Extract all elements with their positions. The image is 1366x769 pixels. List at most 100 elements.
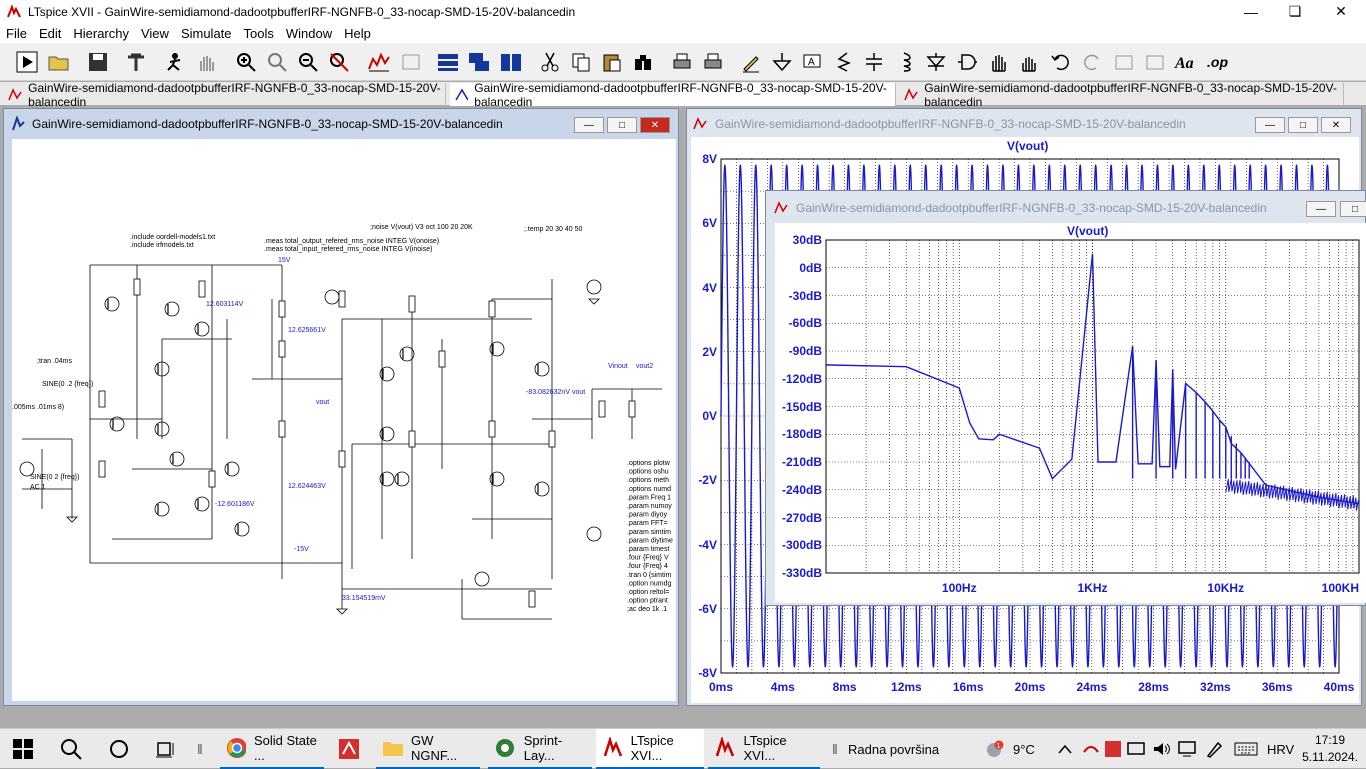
menu-file[interactable]: File [6, 25, 27, 41]
restore-button[interactable]: ❏ [1288, 3, 1302, 19]
windows-start-icon[interactable] [12, 729, 34, 769]
schematic-window: GainWire-semidiamond-dadootpbufferIRF-NG… [3, 108, 679, 706]
menu-help[interactable]: Help [344, 25, 371, 41]
taskbar-app-explorer[interactable]: GW NGNF... [376, 729, 480, 769]
schematic-maximize-button[interactable]: □ [607, 117, 637, 133]
pencil-icon[interactable] [737, 48, 765, 76]
zoom-in-icon[interactable] [232, 48, 260, 76]
net-label: vout2 [636, 363, 653, 370]
menu-edit[interactable]: Edit [38, 25, 62, 41]
menu-hierarchy[interactable]: Hierarchy [73, 25, 129, 41]
drag-hand-icon[interactable] [1015, 48, 1043, 76]
cortana-icon[interactable] [108, 729, 130, 769]
menu-view[interactable]: View [140, 25, 169, 41]
resistor-icon[interactable] [830, 48, 858, 76]
y-tick-label: 8V [702, 152, 717, 166]
component-icon[interactable] [953, 48, 981, 76]
y-tick-label: -270dB [781, 510, 822, 525]
zoom-out-icon[interactable] [294, 48, 322, 76]
menu-tools[interactable]: Tools [243, 25, 274, 41]
waveform-icon[interactable] [365, 48, 393, 76]
fft-chart [825, 239, 1360, 574]
resistor-symbol [438, 350, 446, 368]
fft-maximize-button[interactable]: □ [1340, 201, 1366, 217]
diode-icon[interactable] [922, 48, 950, 76]
taskbar-app-ltspice-2[interactable]: LTspice XVI... [708, 729, 820, 769]
find-icon[interactable] [629, 48, 657, 76]
weather-temp[interactable]: 9°C [1013, 741, 1035, 757]
tray-keyboard-icon[interactable] [1234, 729, 1258, 769]
menu-simulate[interactable]: Simulate [180, 25, 232, 41]
desktop-toolbar[interactable]: Radna površina [848, 741, 940, 757]
schematic-drawing: .include oordell-models1.txt.include irf… [12, 224, 673, 620]
fft-minimize-button[interactable]: — [1306, 201, 1336, 217]
minimize-button[interactable]: — [1244, 3, 1258, 20]
fft-trace-label[interactable]: V(vout) [1067, 224, 1109, 238]
schematic-canvas[interactable]: .include oordell-models1.txt.include irf… [12, 139, 676, 701]
tab-fft[interactable]: GainWire-semidiamond-dadootpbufferIRF-NG… [900, 81, 1344, 109]
redo-icon[interactable] [1078, 48, 1106, 76]
taskbar-app-sprint[interactable]: Sprint-Lay... [488, 729, 592, 769]
tray-monitor-icon[interactable] [1178, 729, 1196, 769]
taskbar-app-ltspice-1[interactable]: LTspice XVI... [596, 729, 704, 769]
tray-network-red-icon[interactable] [1082, 729, 1100, 769]
tray-pen-icon[interactable] [1205, 729, 1223, 769]
resistor-symbol [488, 420, 496, 438]
transient-close-button[interactable]: ✕ [1321, 117, 1351, 133]
halt-icon[interactable] [160, 48, 188, 76]
waveform-3d-icon[interactable] [397, 48, 425, 76]
tray-volume-icon[interactable] [1152, 729, 1172, 769]
tab-schematic[interactable]: GainWire-semidiamond-dadootpbufferIRF-NG… [4, 81, 446, 109]
open-folder-icon[interactable] [45, 48, 73, 76]
task-view-icon[interactable] [155, 729, 177, 769]
taskbar-app-pdf[interactable] [338, 729, 360, 769]
tile-horizontal-icon[interactable] [434, 48, 462, 76]
tile-vertical-icon[interactable] [497, 48, 525, 76]
paste-icon[interactable] [598, 48, 626, 76]
save-icon[interactable] [84, 48, 112, 76]
print-setup-icon[interactable] [699, 48, 727, 76]
move-hand-icon[interactable] [985, 48, 1013, 76]
schematic-close-button[interactable]: ✕ [640, 117, 670, 133]
transient-trace-label[interactable]: V(vout) [1007, 139, 1049, 153]
tray-chevron-up-icon[interactable] [1058, 729, 1072, 769]
undo-icon[interactable] [1047, 48, 1075, 76]
copy-icon[interactable] [567, 48, 595, 76]
ground-icon[interactable] [768, 48, 796, 76]
sprint-layout-icon [496, 739, 514, 757]
cut-icon[interactable] [536, 48, 564, 76]
tab-transient[interactable]: GainWire-semidiamond-dadootpbufferIRF-NG… [450, 81, 896, 109]
control-panel-icon[interactable] [122, 48, 150, 76]
taskbar-app-chrome[interactable]: Solid State ... [220, 729, 324, 769]
hand-icon[interactable] [192, 48, 220, 76]
tray-pdf-icon[interactable] [1104, 729, 1122, 769]
ground-symbol [66, 516, 78, 523]
transient-minimize-button[interactable]: — [1255, 117, 1285, 133]
transient-maximize-button[interactable]: □ [1288, 117, 1318, 133]
net-label: 15V [278, 257, 291, 264]
weather-icon[interactable]: 1 [984, 729, 1008, 769]
capacitor-icon[interactable] [860, 48, 888, 76]
label-net-icon[interactable]: A [798, 48, 826, 76]
search-icon[interactable] [60, 729, 82, 769]
menu-window[interactable]: Window [285, 25, 333, 41]
clock[interactable]: 17:19 5.11.2024. [1300, 732, 1360, 766]
net-label: -15V [294, 546, 309, 553]
zoom-fit-icon[interactable] [325, 48, 353, 76]
spice-option: .param diyoy [627, 512, 668, 519]
input-language[interactable]: HRV [1267, 741, 1295, 757]
rotate-icon[interactable] [1110, 48, 1138, 76]
schematic-minimize-button[interactable]: — [574, 117, 604, 133]
spice-directive-icon[interactable]: .op [1203, 48, 1231, 76]
text-icon[interactable]: Aa [1172, 48, 1200, 76]
mirror-icon[interactable] [1141, 48, 1169, 76]
inductor-icon[interactable] [891, 48, 919, 76]
close-button[interactable]: ✕ [1335, 3, 1347, 19]
transistor-symbol [194, 321, 210, 337]
print-icon[interactable] [668, 48, 696, 76]
zoom-pan-icon[interactable] [263, 48, 291, 76]
tray-display-icon[interactable] [1127, 729, 1145, 769]
run-icon[interactable] [13, 48, 41, 76]
cascade-icon[interactable] [465, 48, 493, 76]
